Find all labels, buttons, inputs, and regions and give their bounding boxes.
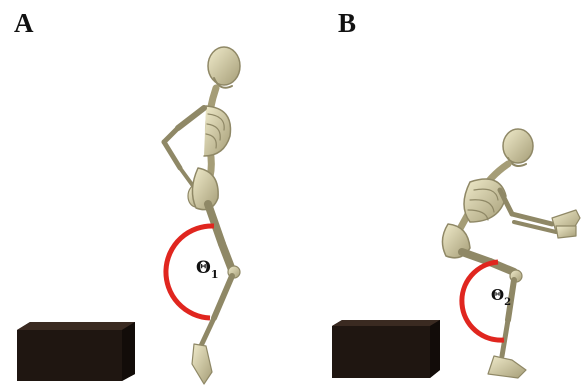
skeleton-standing [164, 47, 240, 384]
panel-a-block [17, 322, 135, 381]
angle-theta1-label: Θ1 [196, 258, 218, 281]
panel-b-block [332, 320, 440, 378]
angle-theta2-label: Θ2 [491, 286, 511, 308]
skeleton-squatting [442, 129, 580, 378]
